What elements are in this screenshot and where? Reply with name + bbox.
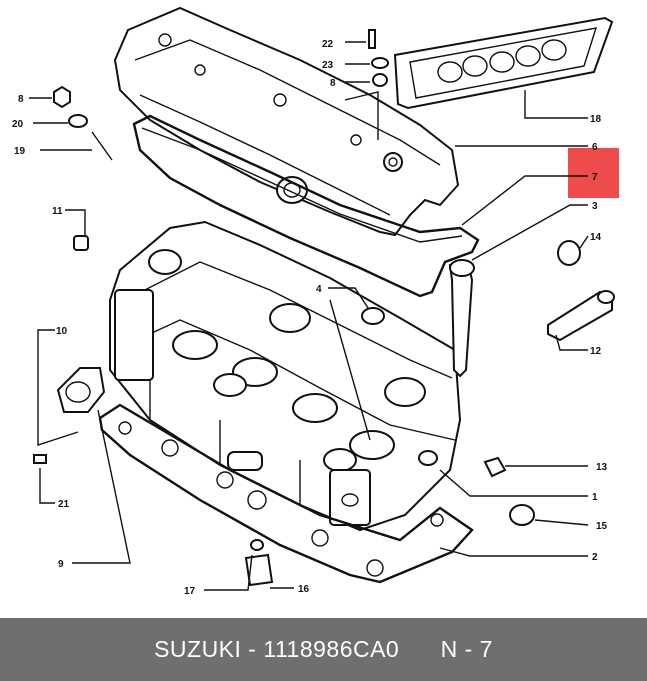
callout-20: 20 [12,119,24,130]
callout-9: 9 [58,559,64,570]
callout-6: 6 [592,142,598,153]
callout-14: 14 [590,232,602,243]
part-info-footer: SUZUKI - 1118986CA0 N - 7 [0,618,647,681]
callout-2: 2 [592,552,598,563]
leader-lines [29,41,589,591]
small-parts [33,29,615,587]
callout-7: 7 [592,172,598,183]
reference-label: N - 7 [440,636,493,662]
callout-16: 16 [298,584,310,595]
cylinder-head [109,220,462,532]
callout-11: 11 [52,206,63,217]
separator: - [241,636,264,662]
callout-18: 18 [590,114,602,125]
brand-label: SUZUKI [154,636,242,662]
highlight-box [568,148,619,198]
spacer [399,636,440,663]
exploded-parts-diagram: 22 23 8 8 20 19 18 6 7 3 11 14 4 12 10 1… [12,6,619,597]
callout-3: 3 [592,201,598,212]
callout-13: 13 [596,462,608,473]
spark-plug-gasket [393,16,614,110]
callout-21: 21 [58,499,70,510]
callout-17: 17 [184,586,196,597]
callout-labels: 22 23 8 8 20 19 18 6 7 3 11 14 4 12 10 1… [12,39,608,597]
valve-cover-gasket [132,114,480,298]
valve-cover [113,6,460,237]
head-gasket [98,403,474,584]
callout-15: 15 [596,521,608,532]
callout-12: 12 [590,346,602,357]
callout-4: 4 [316,284,322,295]
callout-8-a: 8 [330,78,336,89]
part-number: 1118986CA0 [263,636,400,662]
callout-22: 22 [322,39,334,50]
callout-23: 23 [322,60,334,71]
callout-1: 1 [592,492,598,503]
callout-10: 10 [56,326,68,337]
callout-8-b: 8 [18,94,24,105]
callout-19: 19 [14,146,26,157]
thermostat-housing [56,367,106,413]
